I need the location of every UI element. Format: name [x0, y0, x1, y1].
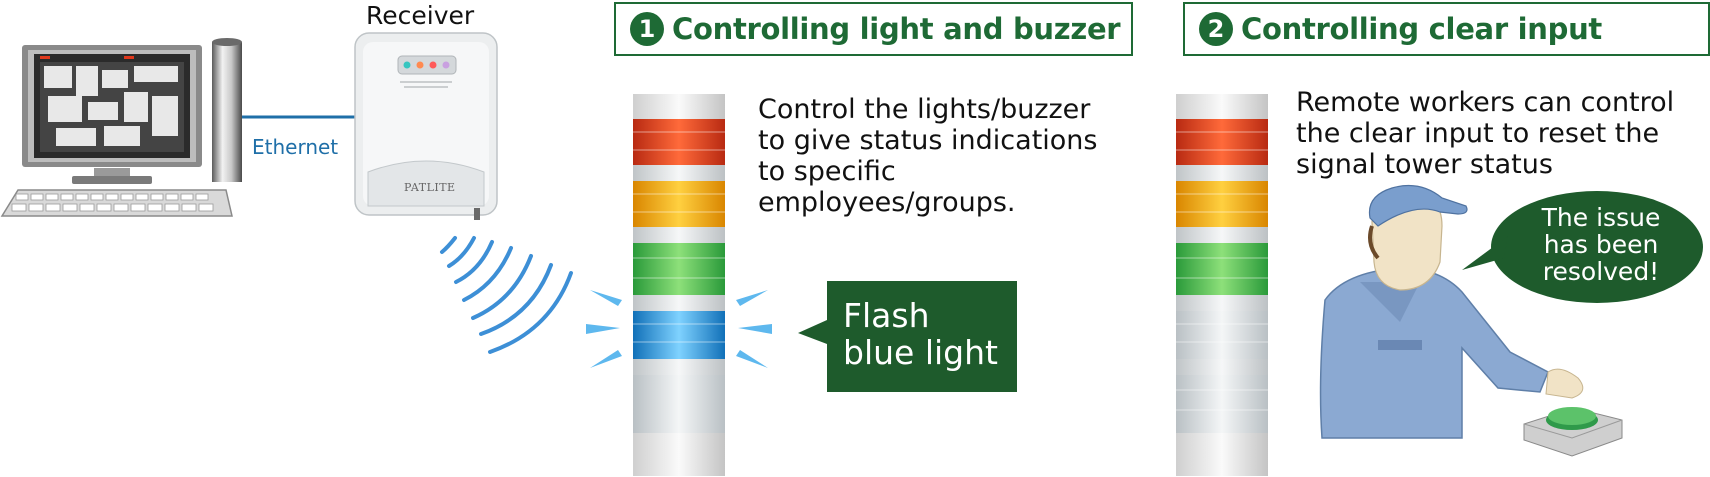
section-1-description: Control the lights/buzzer to give status… [758, 94, 1138, 218]
signal-tower-icon [633, 94, 725, 476]
worker-icon [1319, 185, 1584, 439]
receiver-device-icon [354, 32, 498, 220]
push-button-icon [1523, 407, 1623, 457]
signal-tower-icon [1176, 94, 1268, 476]
section-2-title: Controlling clear input [1241, 12, 1602, 46]
ethernet-label: Ethernet [252, 135, 339, 159]
server-tower-icon [212, 38, 242, 182]
flash-callout-line: blue light [843, 333, 998, 372]
flash-rays [586, 290, 772, 368]
section-2-description-line: Remote workers can control [1296, 87, 1675, 118]
section-2-description: Remote workers can control the clear inp… [1296, 87, 1706, 180]
receiver-brand-label: PATLITE [404, 181, 456, 194]
computer-icon [0, 45, 233, 217]
section-1-number: 1 [630, 12, 664, 46]
callout-pointer [798, 320, 827, 344]
section-2-description-line: the clear input to reset the [1296, 118, 1660, 149]
flash-callout-line: Flash [843, 296, 930, 335]
section-1-title: Controlling light and buzzer [672, 12, 1121, 46]
flash-callout: Flash blue light [827, 281, 1017, 392]
receiver-label: Receiver [366, 1, 475, 30]
section-1-description-line: employees/groups. [758, 187, 1016, 218]
speech-bubble-text: The issue has been resolved! [1496, 204, 1706, 285]
section-2-number: 2 [1199, 12, 1233, 46]
speech-bubble-line: has been [1543, 230, 1659, 259]
section-1-description-line: Control the lights/buzzer [758, 94, 1091, 125]
section-1-header: 1 Controlling light and buzzer [614, 2, 1133, 56]
section-1-description-line: to specific [758, 156, 896, 187]
speech-bubble-line: The issue [1541, 203, 1661, 232]
section-2-header: 2 Controlling clear input [1183, 2, 1710, 56]
section-2-description-line: signal tower status [1296, 149, 1553, 180]
wireless-signal-icon [440, 236, 573, 354]
speech-bubble-icon [1462, 191, 1703, 303]
section-1-description-line: to give status indications [758, 125, 1098, 156]
speech-bubble-line: resolved! [1542, 257, 1660, 286]
